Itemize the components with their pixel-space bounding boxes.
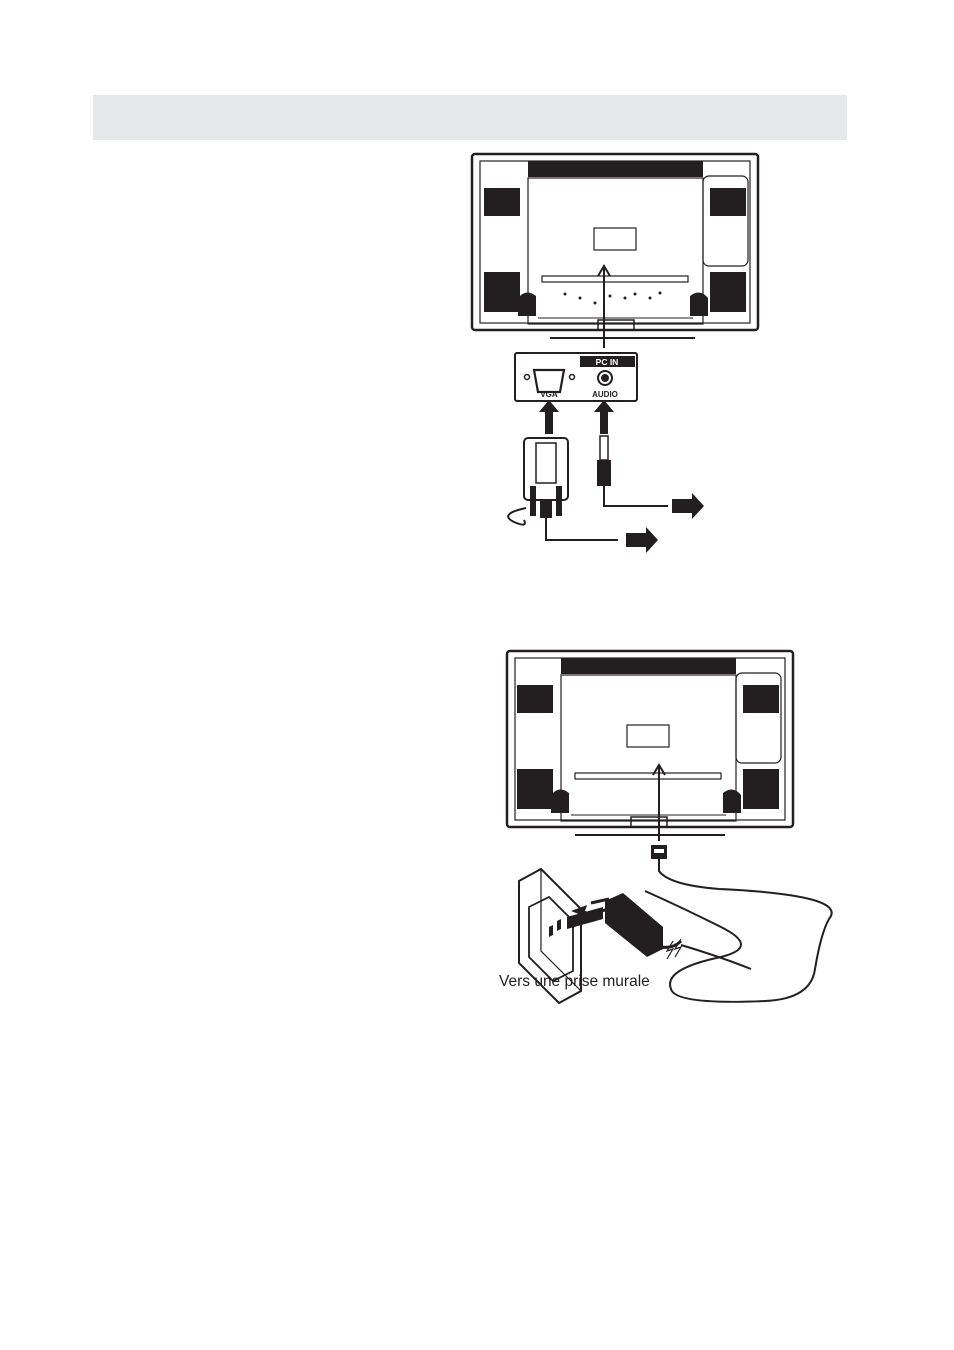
power-connection-diagram [495, 645, 855, 1015]
pc-connection-svg: PC IN VGA AUDIO [470, 152, 760, 553]
pc-connection-diagram: PC IN VGA AUDIO [460, 148, 780, 558]
tv-back-illustration [470, 152, 760, 339]
power-connection-svg [505, 649, 833, 1005]
pc-in-panel-title: PC IN [596, 357, 619, 367]
audio-port-label: AUDIO [592, 390, 618, 399]
section-header-bar [93, 95, 847, 140]
wall-outlet-caption: Vers une prise murale [499, 973, 650, 990]
tv-back-illustration-2 [505, 649, 795, 836]
vga-port-label: VGA [540, 390, 558, 399]
